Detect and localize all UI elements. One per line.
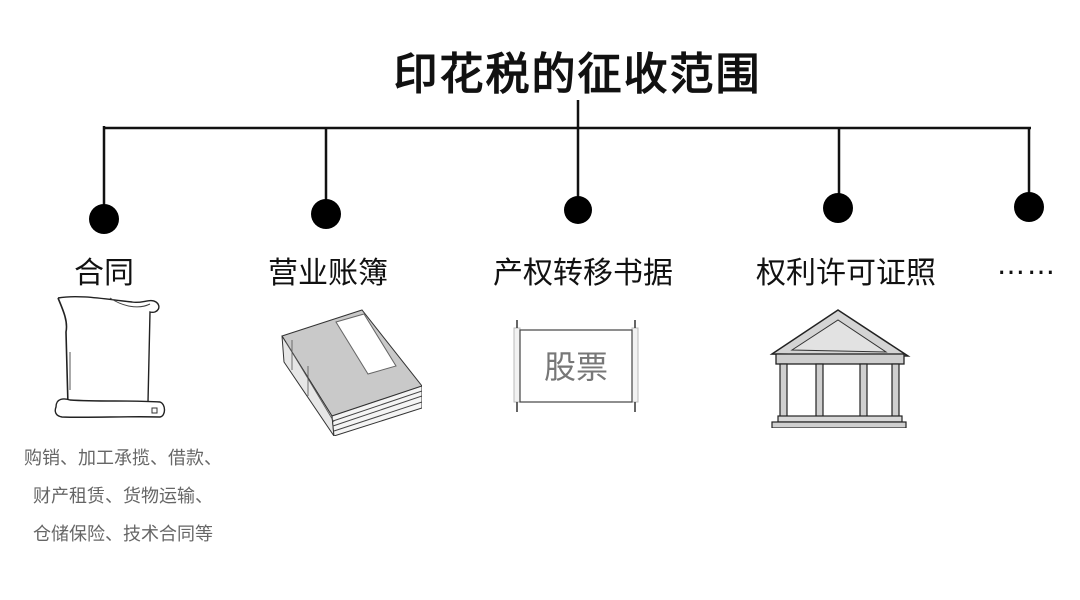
ledger-book-icon [281, 309, 422, 436]
stock-certificate-icon: 股票 [513, 320, 639, 412]
stock-certificate-text: 股票 [544, 348, 608, 386]
contract-examples-line-1: 购销、加工承揽、借款、 [24, 448, 222, 469]
branch-dot-1 [89, 204, 119, 234]
contract-examples-note: 购销、加工承揽、借款、 财产租赁、货物运输、 仓储保险、技术合同等 [0, 440, 246, 554]
scroll-icon [54, 295, 166, 418]
branch-label-contract: 合同 [74, 256, 134, 291]
branch-label-more: …… [997, 248, 1057, 281]
branch-label-license: 权利许可证照 [756, 256, 936, 291]
contract-examples-line-2: 财产租赁、货物运输、 [33, 486, 213, 507]
diagram-title: 印花税的征收范围 [393, 49, 762, 100]
contract-examples-line-3: 仓储保险、技术合同等 [33, 524, 213, 545]
branch-dot-5 [1014, 192, 1044, 222]
branch-dot-2 [311, 199, 341, 229]
branch-dot-3 [564, 196, 592, 224]
temple-building-icon [769, 309, 911, 428]
branch-dot-4 [823, 193, 853, 223]
branch-label-property-transfer: 产权转移书据 [493, 256, 673, 291]
branch-label-business-books: 营业账簿 [268, 256, 388, 291]
